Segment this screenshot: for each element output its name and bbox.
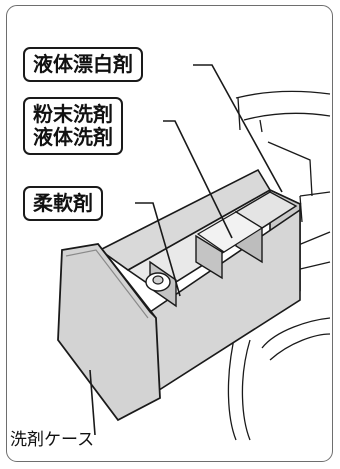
softener-cap	[152, 275, 164, 285]
callout-liquid-detergent-label: 液体洗剤	[33, 125, 113, 149]
diagram-frame	[6, 5, 333, 462]
leader-bleach	[193, 64, 283, 193]
leader-softener	[135, 202, 181, 297]
callout-softener: 柔軟剤	[23, 186, 103, 221]
callout-detergent: 粉末洗剤 液体洗剤	[23, 97, 123, 155]
leader-lines	[89, 64, 283, 436]
callout-softener-label: 柔軟剤	[33, 191, 93, 215]
divider-2	[195, 234, 223, 280]
label-detergent-case: 洗剤ケース	[10, 430, 95, 450]
case-front-panel-lip	[65, 249, 149, 319]
leader-detergent	[163, 120, 233, 239]
detergent-case	[57, 168, 302, 422]
callout-liquid-bleach-label: 液体漂白剤	[33, 52, 133, 76]
callout-liquid-bleach: 液体漂白剤	[23, 47, 143, 82]
washer-body	[227, 90, 331, 441]
leader-case	[89, 369, 96, 436]
case-front-panel-edge	[97, 243, 157, 319]
callout-powder-detergent-label: 粉末洗剤	[33, 102, 113, 126]
